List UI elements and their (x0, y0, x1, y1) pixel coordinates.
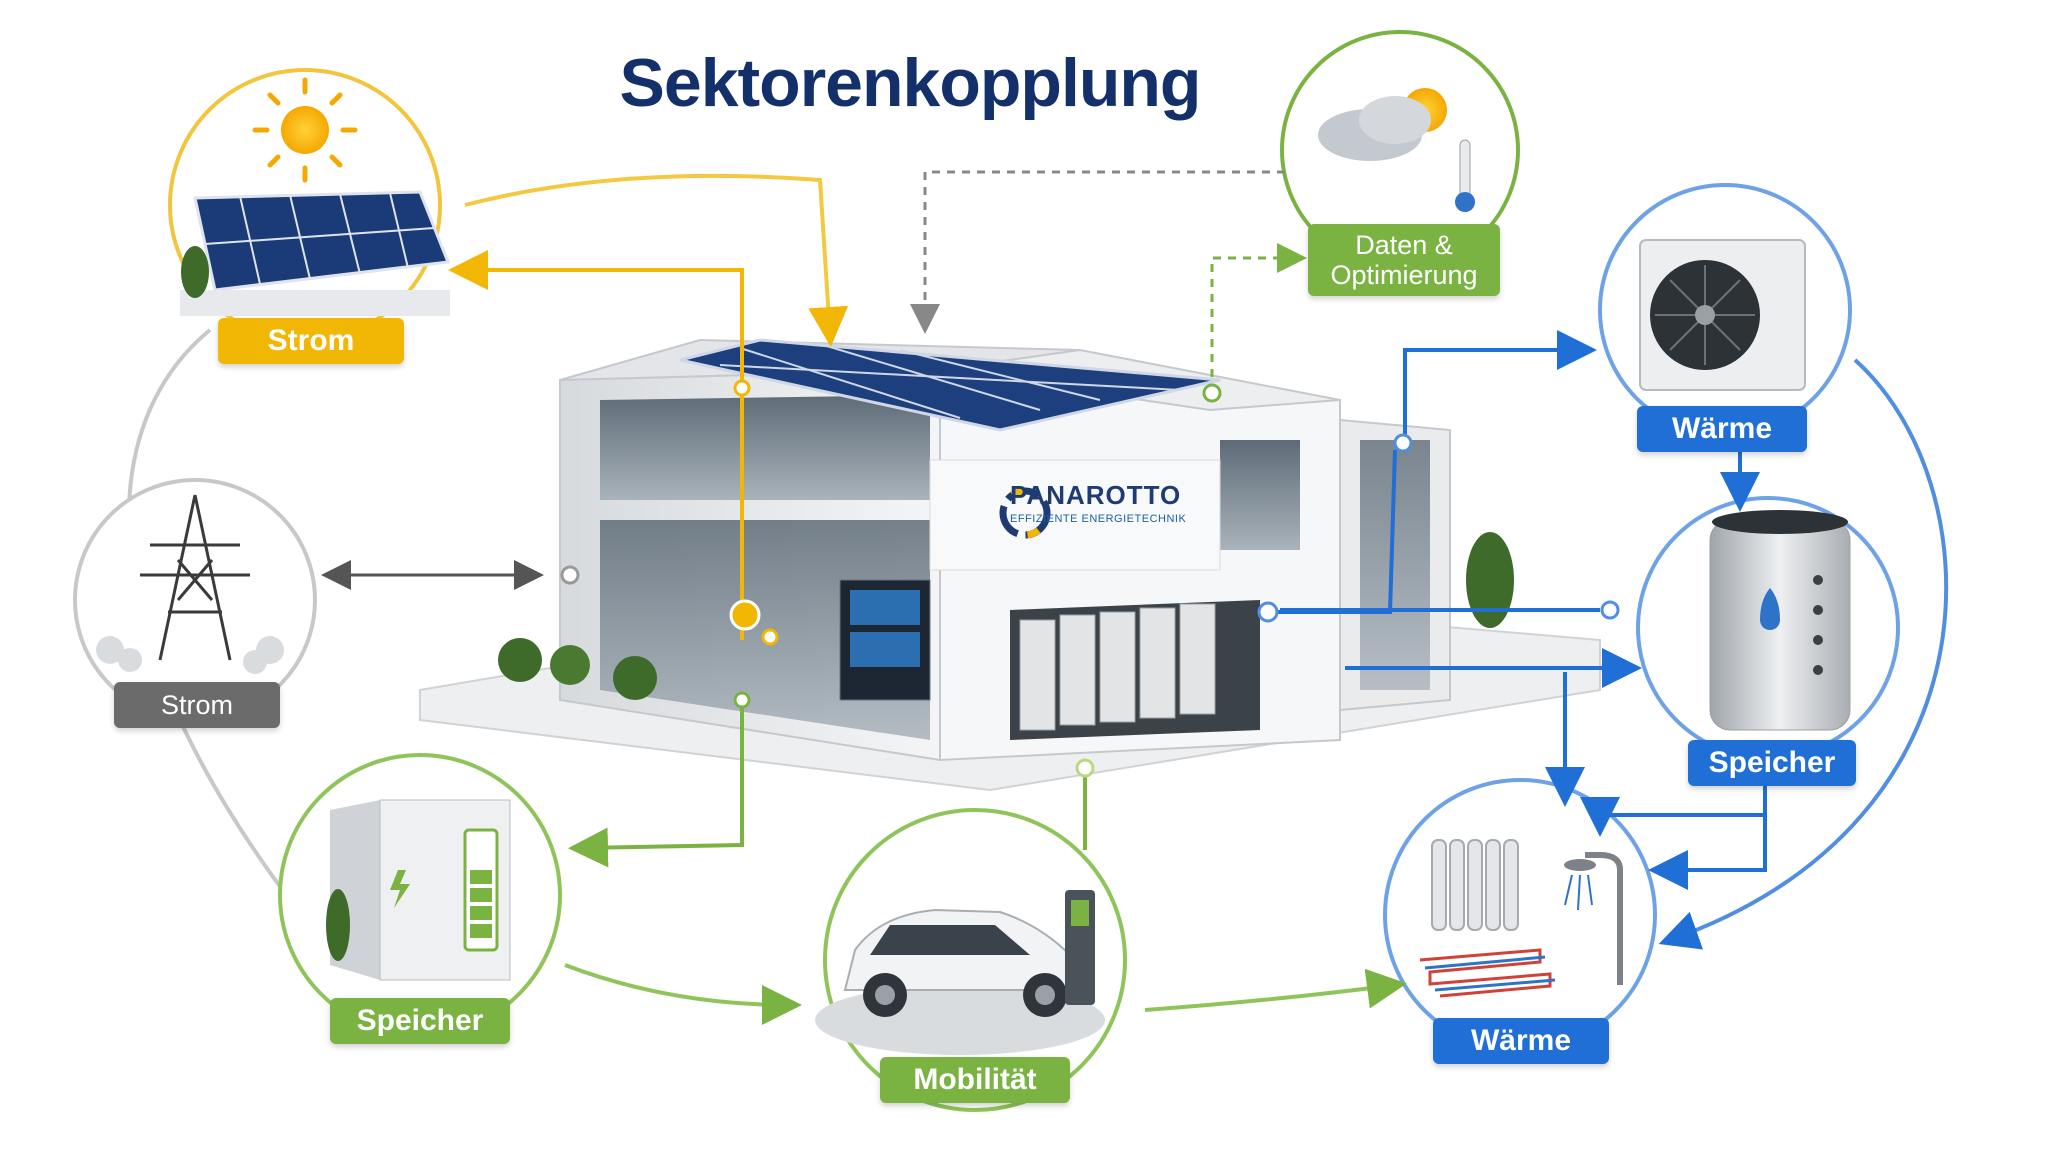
heatpump-node (1598, 183, 1852, 437)
label-heat-storage-speicher: Speicher (1688, 740, 1856, 786)
page-title: Sektorenkopplung (619, 45, 1202, 121)
data-link-optimization (1210, 243, 1307, 392)
solar-node (168, 68, 451, 342)
heating-node (1383, 778, 1657, 1052)
label-data-optimierung: Daten & Optimierung (1308, 224, 1500, 296)
label-heating-waerme: Wärme (1433, 1018, 1609, 1064)
battery-to-mobility (564, 963, 802, 1025)
mobility-node (815, 808, 1127, 1112)
strom-solar-to-roof (464, 173, 849, 347)
brand-tagline: EFFIZIENTE ENERGIETECHNIK (1010, 513, 1187, 525)
label-mobility: Mobilität (880, 1057, 1070, 1103)
storage-to-heating-b (1580, 797, 1765, 837)
label-heatpump-waerme: Wärme (1637, 406, 1807, 452)
data-node (1280, 30, 1520, 270)
brand-logo: PANAROTTO EFFIZIENTE ENERGIETECHNIK (1010, 480, 1230, 525)
battery-node (278, 753, 562, 1037)
green-to-battery (568, 700, 744, 868)
strom-building-to-solar (448, 250, 744, 390)
mobility-to-heating (1144, 968, 1407, 1012)
heat-storage-node (1636, 496, 1900, 760)
storage-to-heating (1648, 785, 1767, 890)
data-link-to-roof (910, 170, 1285, 334)
building (498, 338, 1514, 762)
label-battery-speicher: Speicher (330, 998, 510, 1044)
label-grid-strom: Strom (114, 682, 280, 728)
blue-to-heatpump (1403, 330, 1597, 440)
blue-ring-arc (1658, 358, 1949, 950)
brand-name: PANAROTTO (1010, 480, 1182, 510)
label-solar-strom: Strom (218, 318, 404, 364)
